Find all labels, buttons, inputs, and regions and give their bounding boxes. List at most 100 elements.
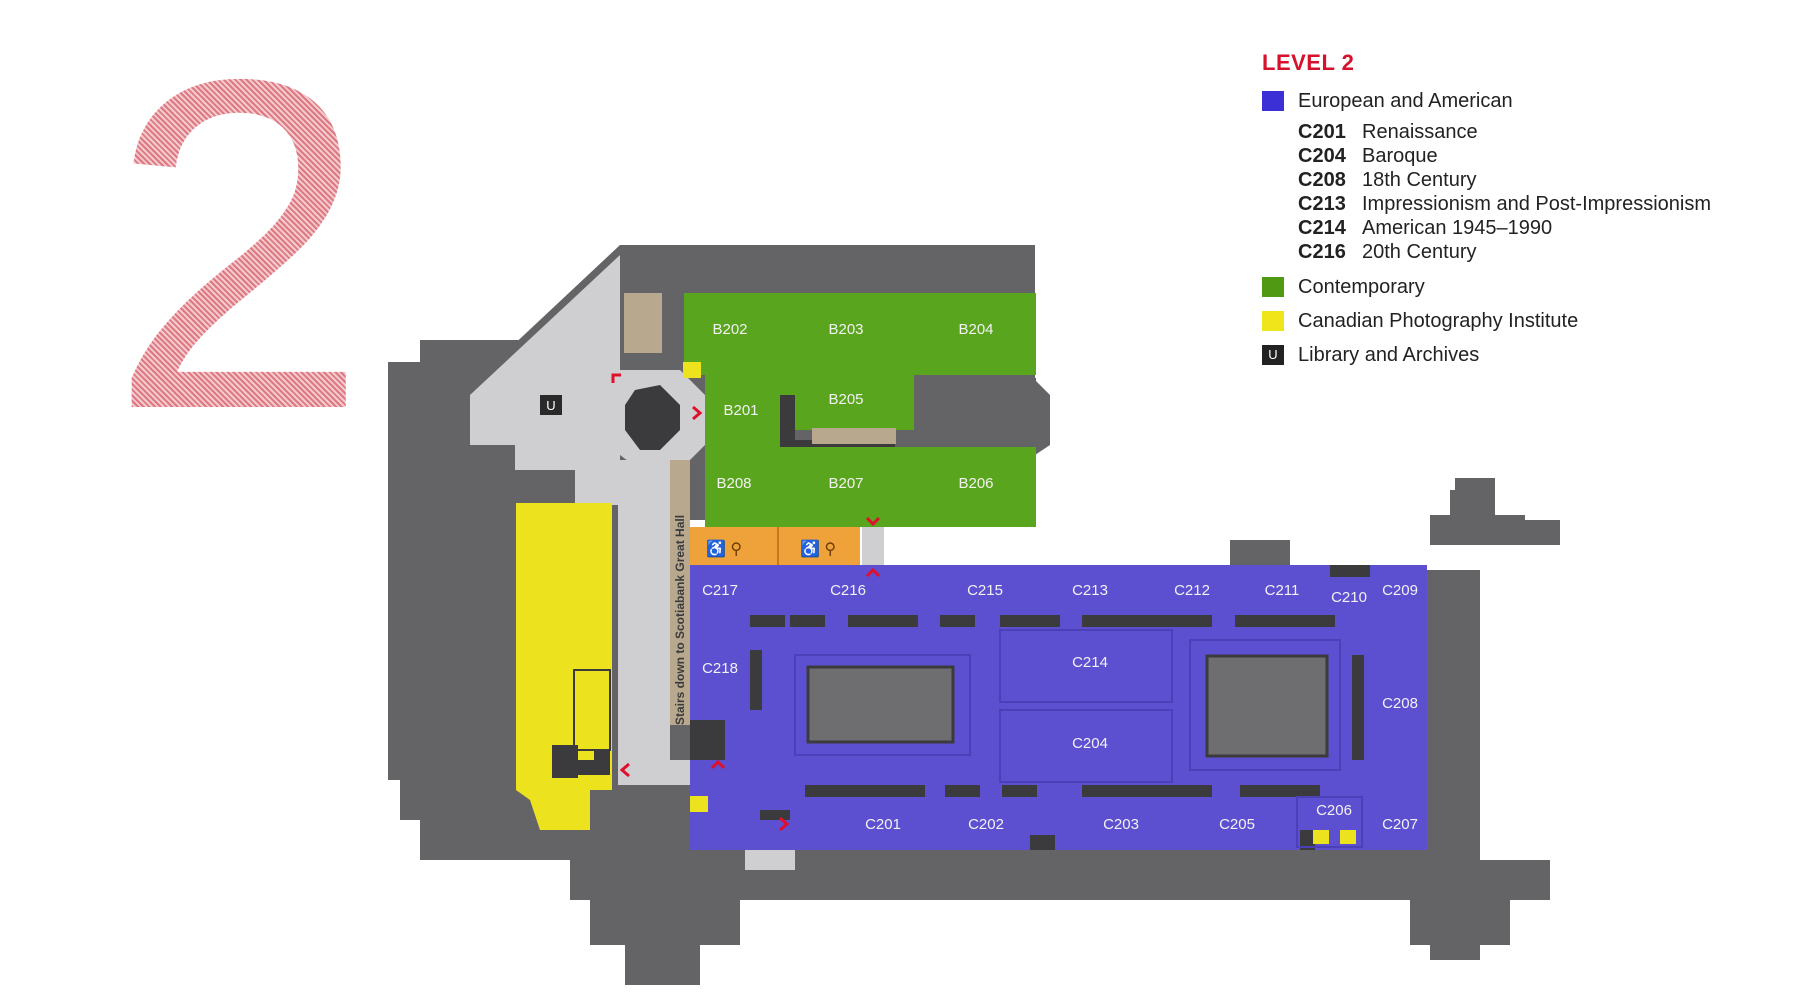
wall-2 [790,615,825,627]
room-label-c213: C213 [1072,582,1108,599]
wall-17 [1300,830,1315,850]
library-icon: U [546,398,555,413]
arrow-south-w [619,762,630,778]
photography-institute [516,503,612,830]
level-number: 2 [108,0,370,507]
green-south [705,447,1036,527]
legend-category-library: U Library and Archives [1262,342,1782,368]
c206-lockers-1 [1313,830,1329,844]
photography-outline [573,669,611,751]
legend-category-photography: Canadian Photography Institute [1262,308,1782,334]
wall-14 [1082,785,1212,797]
green-stair [812,428,896,444]
room-label-c209: C209 [1382,582,1418,599]
legend-category-contemporary: Contemporary [1262,274,1782,300]
wall-9 [750,650,762,710]
c206-lockers-2 [1340,830,1356,844]
room-label-c208: C208 [1382,695,1418,712]
wall-10 [1352,655,1364,760]
wall-18 [690,720,725,760]
stair-corridor [618,460,670,780]
room-label-c201: C201 [865,816,901,833]
wall-6 [1082,615,1212,627]
arrow-washroom-down [865,516,881,527]
room-label-c215: C215 [967,582,1003,599]
library-u-icon: U [1268,347,1278,362]
c204-outline [999,709,1173,783]
stairs-northwest [624,293,662,353]
octagon-core [625,385,680,450]
arrow-octagon-e [692,405,703,421]
legend-category-label: Canadian Photography Institute [1298,309,1579,332]
wall-1 [750,615,785,627]
washroom-icon-2: ♿ ⚲ [800,539,836,558]
wall-19 [760,810,790,820]
library-icon-box [540,395,562,415]
photography-blocks [552,745,610,778]
lockers-north [683,362,701,378]
inner-grey-left [806,665,955,744]
room-label-c218: C218 [702,660,738,677]
room-label-c206: C206 [1316,802,1352,819]
legend-category-label: European and American [1298,89,1513,112]
room-label-c204: C204 [1072,735,1108,752]
room-label-c207: C207 [1382,816,1418,833]
room-label-b201: B201 [723,402,758,419]
purple-c218 [690,615,750,725]
room-label-c202: C202 [968,816,1004,833]
room-label-b204: B204 [958,321,993,338]
room-label-c217: C217 [702,582,738,599]
lockers-photo [690,796,708,812]
stairs-great-hall [670,460,690,725]
green-b201 [705,375,781,447]
stairs-label: Stairs down to Scotiabank Great Hall [673,515,687,725]
inner-grey-right [1205,654,1329,758]
wall-15 [1240,785,1320,797]
legend-category-label: Library and Archives [1298,343,1480,366]
wall-12 [945,785,980,797]
room-label-c205: C205 [1219,816,1255,833]
room-label-b207: B207 [828,475,863,492]
european-american-galleries [683,362,1427,850]
photography-swatch [1262,311,1284,331]
washroom-icon-1: ♿ ⚲ [706,539,742,558]
legend-category-label: Contemporary [1298,275,1425,298]
c214-outline [999,629,1173,703]
green-b205 [781,375,914,430]
c206-outline [1296,796,1363,848]
european-swatch [1262,91,1284,111]
room-label-c214: C214 [1072,654,1108,671]
room-label-c203: C203 [1103,816,1139,833]
arrow-south-up [710,759,726,770]
room-label-b202: B202 [712,321,747,338]
room-label-c216: C216 [830,582,866,599]
wall-4 [940,615,975,627]
arrow-south-e [779,816,790,832]
wall-8 [1330,565,1370,577]
direction-arrows [611,373,881,832]
legend-title: LEVEL 2 [1262,50,1355,75]
wall-13 [1002,785,1037,797]
washrooms [690,527,860,565]
room-label-b208: B208 [716,475,751,492]
wall-11 [805,785,925,797]
lobby-corridor [470,255,620,505]
arrow-washroom-up [865,567,881,578]
room-label-b205: B205 [828,391,863,408]
room-label-b203: B203 [828,321,863,338]
contemporary-galleries [684,293,1036,527]
contemporary-swatch [1262,277,1284,297]
green-north [684,293,1036,375]
room-label-c210: C210 [1331,589,1367,606]
inner-left-outline [794,654,971,756]
east-tower-base [1430,515,1525,545]
